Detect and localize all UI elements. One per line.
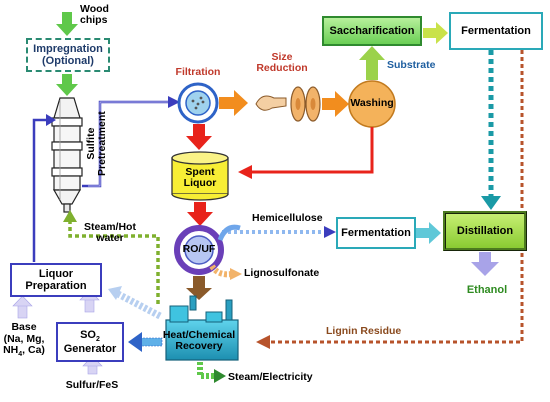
recovery-to-liquor-line [116, 290, 162, 320]
wood-chips-label: Wood chips [80, 3, 109, 27]
steam-electricity-label: Steam/Electricity [228, 371, 313, 383]
base-label: Base(Na, Mg,NH4, Ca) [3, 321, 45, 359]
lignin-residue-arrowhead [256, 335, 270, 349]
steam-electricity-line [197, 362, 216, 379]
reactor-to-filtration-line-highlight [88, 101, 170, 187]
ro-uf-unit [174, 225, 224, 275]
steam-hot-water-label: Steam/Hot water [84, 221, 136, 245]
substrate-label: Substrate [387, 59, 436, 71]
hemicellulose-curve [217, 224, 241, 241]
hemicellulose-arrowhead [324, 226, 336, 238]
filtration-to-spent-liquor-arrow [186, 124, 212, 150]
sulfite-reactor-vessel [51, 97, 83, 213]
impregnation-box: Impregnation (Optional) [26, 38, 110, 72]
heat-chemical-recovery-label: Heat/Chemical Recovery [162, 329, 236, 353]
filtration-to-size-arrow [219, 90, 248, 116]
filtration-label: Filtration [175, 66, 221, 78]
rouf-to-recovery-arrow [186, 276, 212, 300]
size-reduction-label: Size Reduction [256, 51, 308, 75]
washing-to-saccharification-arrow [359, 46, 385, 80]
washing-to-spent-liquor-line [246, 127, 374, 174]
impregnation-to-reactor-arrow [56, 74, 78, 96]
filtration-arrowhead [168, 96, 180, 108]
recovery-to-so2-arrow [128, 332, 163, 352]
washing-to-spent-liquor-arrowhead [238, 165, 252, 179]
steam-hot-water-line [68, 220, 160, 304]
wood-chips-arrow [56, 12, 78, 36]
spent-liquor-to-rouf-arrow [187, 202, 213, 226]
liquor-preparation-box: Liquor Preparation [10, 263, 102, 297]
base-to-liquor-arrow [12, 295, 33, 319]
lignosulfonate-label: Lignosulfonate [244, 267, 320, 279]
lignin-residue-line [262, 50, 524, 344]
ethanol-label: Ethanol [466, 284, 508, 296]
base-label-text: Base(Na, Mg,NH4, Ca) [3, 321, 45, 359]
ro-uf-label: RO/UF [182, 243, 216, 255]
fermentation-mid-box: Fermentation [336, 217, 416, 249]
hemicellulose-label: Hemicellulose [252, 212, 323, 224]
spent-liquor-tank [171, 151, 229, 201]
saccharification-box: Saccharification [322, 16, 422, 46]
recovery-to-liquor-arrowhead [108, 286, 122, 300]
filtration-unit [177, 82, 219, 124]
size-to-washing-arrow [322, 91, 349, 117]
lignin-residue-label: Lignin Residue [326, 325, 402, 337]
fermentation-to-distillation-arrow [416, 222, 441, 244]
fermentation-to-distillation-arrowhead [481, 196, 501, 210]
heat-recovery-machine [165, 295, 239, 361]
distillation-box: Distillation [443, 211, 527, 251]
washing-label: Washing [350, 97, 394, 109]
liquor-to-reactor-line [32, 118, 52, 262]
lignosulfonate-arrow [209, 264, 242, 280]
steam-hot-water-arrowhead [63, 210, 77, 222]
sulfur-fes-label: Sulfur/FeS [65, 379, 119, 391]
liquor-to-reactor-arrowhead [46, 114, 56, 126]
sulfite-pretreatment-label: Sulfite Pretreatment [85, 111, 109, 176]
steam-electricity-arrowhead [214, 369, 226, 383]
fermentation-top-box: Fermentation [449, 12, 543, 50]
spent-liquor-label: Spent Liquor [183, 166, 217, 190]
size-reduction-machine [255, 86, 321, 122]
saccharification-to-fermentation-arrow [423, 22, 448, 44]
distillation-to-ethanol-arrow [471, 252, 499, 276]
